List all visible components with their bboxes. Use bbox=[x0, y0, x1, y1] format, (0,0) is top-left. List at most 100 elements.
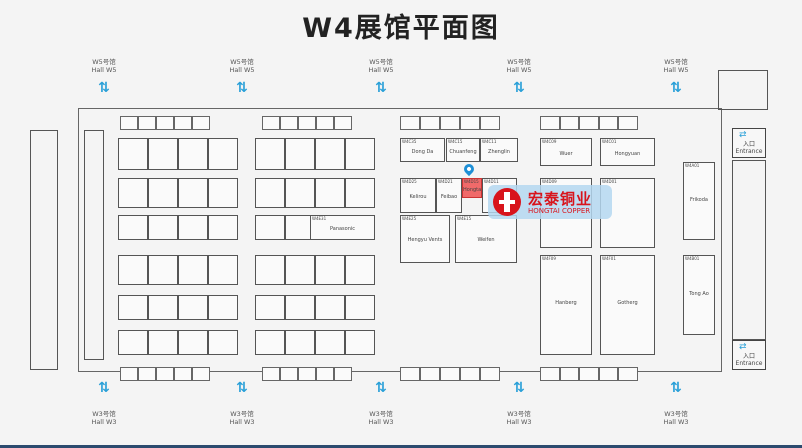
booth[interactable] bbox=[285, 330, 315, 355]
booth[interactable] bbox=[255, 330, 285, 355]
wall-booth[interactable] bbox=[192, 116, 210, 130]
booth[interactable] bbox=[208, 215, 238, 240]
booth[interactable] bbox=[345, 178, 375, 208]
booth[interactable] bbox=[315, 138, 345, 170]
wall-booth[interactable] bbox=[298, 367, 316, 381]
booth[interactable] bbox=[178, 215, 208, 240]
booth[interactable] bbox=[315, 255, 345, 285]
wall-booth[interactable] bbox=[174, 367, 192, 381]
wall-booth[interactable] bbox=[120, 116, 138, 130]
booth[interactable] bbox=[178, 295, 208, 320]
wall-booth[interactable] bbox=[618, 367, 638, 381]
wall-booth[interactable] bbox=[460, 367, 480, 381]
booth[interactable] bbox=[178, 330, 208, 355]
wall-booth[interactable] bbox=[540, 116, 560, 130]
booth[interactable] bbox=[148, 215, 178, 240]
booth[interactable] bbox=[148, 255, 178, 285]
wall-booth[interactable] bbox=[559, 367, 580, 381]
wall-booth[interactable] bbox=[540, 367, 560, 381]
booth[interactable] bbox=[345, 138, 375, 170]
wall-booth[interactable] bbox=[334, 116, 352, 130]
booth[interactable] bbox=[208, 138, 238, 170]
wall-booth[interactable] bbox=[156, 116, 174, 130]
wall-booth[interactable] bbox=[440, 367, 460, 381]
booth[interactable] bbox=[118, 138, 148, 170]
wall-booth[interactable] bbox=[420, 367, 440, 381]
booth[interactable] bbox=[208, 295, 238, 320]
entrance-top[interactable]: ⇄ 入口 Entrance bbox=[732, 128, 766, 158]
wall-booth[interactable] bbox=[280, 116, 298, 130]
wall-booth[interactable] bbox=[192, 367, 210, 381]
wall-booth[interactable] bbox=[316, 116, 334, 130]
wall-booth[interactable] bbox=[262, 116, 280, 130]
booth[interactable] bbox=[315, 295, 345, 320]
wall-booth[interactable] bbox=[298, 116, 316, 130]
booth[interactable] bbox=[118, 255, 148, 285]
booth[interactable] bbox=[285, 178, 315, 208]
booth[interactable] bbox=[208, 330, 238, 355]
booth[interactable] bbox=[255, 255, 285, 285]
wall-booth[interactable] bbox=[579, 367, 599, 381]
wall-booth[interactable] bbox=[598, 116, 619, 130]
wall-booth[interactable] bbox=[156, 367, 174, 381]
wall-booth[interactable] bbox=[460, 116, 480, 130]
wall-booth[interactable] bbox=[316, 367, 334, 381]
wall-booth[interactable] bbox=[440, 116, 460, 130]
booth[interactable] bbox=[148, 178, 178, 208]
wall-booth[interactable] bbox=[618, 116, 638, 130]
booth[interactable] bbox=[285, 255, 315, 285]
booth[interactable] bbox=[208, 178, 238, 208]
wall-booth[interactable] bbox=[334, 367, 352, 381]
wall-booth[interactable] bbox=[262, 367, 280, 381]
wall-booth[interactable] bbox=[400, 116, 420, 130]
wall-booth[interactable] bbox=[559, 116, 580, 130]
booth[interactable] bbox=[255, 138, 285, 170]
wall-booth[interactable] bbox=[579, 116, 599, 130]
wall-booth[interactable] bbox=[420, 116, 440, 130]
wall-booth[interactable] bbox=[120, 367, 138, 381]
entrance-bottom[interactable]: ⇄ 入口 Entrance bbox=[732, 340, 766, 370]
wall-booth[interactable] bbox=[400, 367, 420, 381]
booth[interactable] bbox=[118, 215, 148, 240]
wall-booth[interactable] bbox=[138, 367, 156, 381]
booth[interactable] bbox=[345, 255, 375, 285]
booth[interactable] bbox=[118, 330, 148, 355]
booth[interactable] bbox=[118, 295, 148, 320]
wall-booth[interactable] bbox=[480, 116, 500, 130]
booth[interactable] bbox=[315, 330, 345, 355]
booth[interactable] bbox=[255, 215, 285, 240]
wall-booth[interactable] bbox=[138, 116, 156, 130]
booth[interactable] bbox=[178, 138, 208, 170]
booth[interactable] bbox=[345, 295, 375, 320]
booth[interactable] bbox=[345, 330, 375, 355]
booth[interactable] bbox=[178, 178, 208, 208]
booth[interactable] bbox=[208, 255, 238, 285]
booth[interactable] bbox=[118, 178, 148, 208]
wall-booth[interactable] bbox=[598, 367, 619, 381]
booth[interactable] bbox=[148, 138, 178, 170]
booth[interactable] bbox=[255, 178, 285, 208]
booth[interactable] bbox=[178, 255, 208, 285]
booth[interactable] bbox=[285, 138, 315, 170]
wall-booth[interactable] bbox=[280, 367, 298, 381]
booth[interactable] bbox=[285, 295, 315, 320]
booth[interactable] bbox=[148, 295, 178, 320]
booth[interactable] bbox=[315, 178, 345, 208]
wall-booth[interactable] bbox=[174, 116, 192, 130]
booth[interactable] bbox=[255, 295, 285, 320]
